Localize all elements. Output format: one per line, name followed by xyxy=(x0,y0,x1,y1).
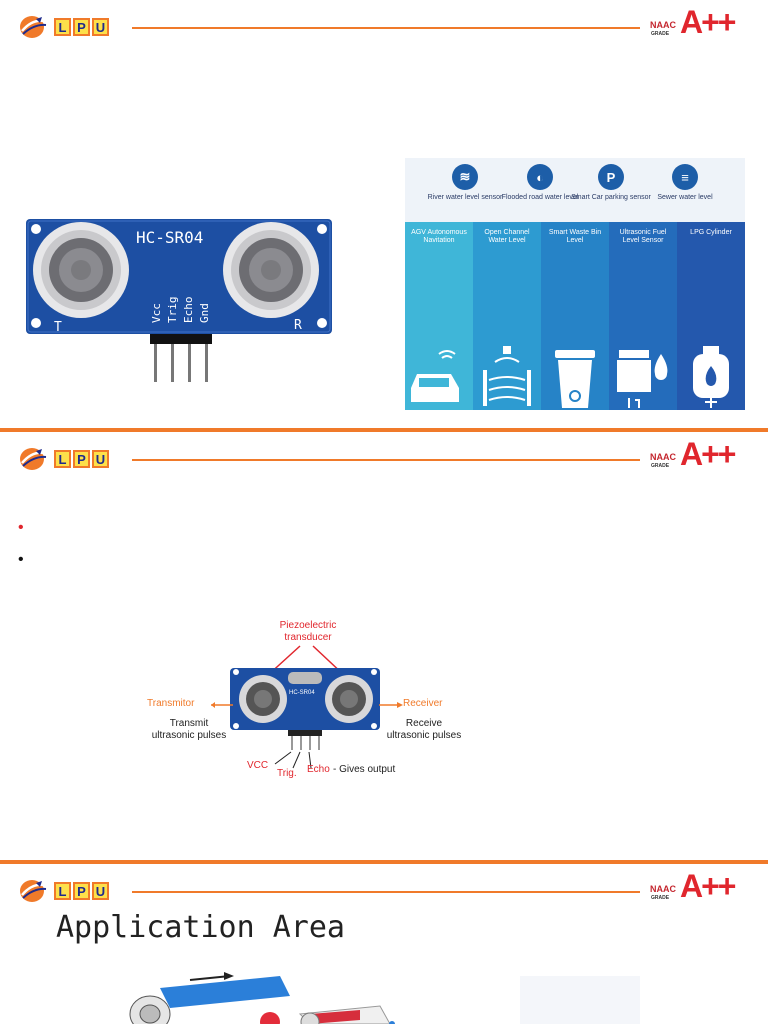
bullet-2: • xyxy=(18,551,24,568)
slide-header: L P U NAAC GRADE A++ xyxy=(0,864,768,914)
app-item-sewer: ≡ Sewer water level xyxy=(645,164,725,202)
lpg-cylinder-icon xyxy=(693,346,729,408)
naac-badge: NAAC GRADE A++ xyxy=(650,870,754,906)
logo-letter-l: L xyxy=(54,882,71,900)
transmitor-label: Transmitor xyxy=(147,698,195,709)
slide-1: L P U NAAC GRADE A++ xyxy=(0,0,768,428)
application-area-title: Application Area xyxy=(56,910,345,945)
logo-letter-p: P xyxy=(73,450,90,468)
app-item-river: ≋ River water level sensor xyxy=(425,164,505,202)
app-column-label: Open Channel Water Level xyxy=(484,229,530,245)
header-rule xyxy=(132,891,640,893)
conveyor-illustration xyxy=(129,972,640,1024)
logo-letter-l: L xyxy=(54,450,71,468)
gives-output-label: - Gives output xyxy=(333,764,396,775)
sensor-diagram: Piezoelectric transducer HC-SR04 xyxy=(145,612,473,780)
flooded-road-icon: ◐ xyxy=(527,164,553,190)
app-column-agv: AGV Autonomous Navitation xyxy=(405,222,473,410)
naac-text: NAAC xyxy=(650,884,676,894)
slide-header: L P U NAAC GRADE A++ xyxy=(0,432,768,482)
slide-separator xyxy=(0,428,768,432)
lpu-logo: L P U xyxy=(18,447,109,471)
receive-label: Receive ultrasonic pulses xyxy=(386,718,462,741)
parking-icon: P xyxy=(598,164,624,190)
sensor-model-label: HC-SR04 xyxy=(136,228,203,247)
applications-top-row: ≋ River water level sensor ◐ Flooded roa… xyxy=(405,158,745,222)
logo-letter-u: U xyxy=(92,450,109,468)
app-caption: Flooded road water level xyxy=(501,194,579,201)
hc-sr04-photo: HC-SR04 Vcc Trig Echo Gnd T R xyxy=(26,219,332,382)
app-column-lpg: LPG Cylinder xyxy=(677,222,745,410)
receiver-label: Receiver xyxy=(403,698,443,709)
slide-header: L P U NAAC GRADE A++ xyxy=(0,0,768,50)
lpu-logo: L P U xyxy=(18,879,109,903)
fuel-tank-icon xyxy=(617,350,668,408)
diagram-drawing: HC-SR04 xyxy=(211,645,403,769)
lpu-emblem-icon xyxy=(20,880,47,902)
app-column-open-channel: Open Channel Water Level xyxy=(473,222,541,410)
applications-panel: ≋ River water level sensor ◐ Flooded roa… xyxy=(405,158,745,410)
piezo-label: Piezoelectric transducer xyxy=(279,620,337,643)
applications-columns: AGV Autonomous Navitation Open Channel W… xyxy=(405,222,745,410)
naac-grade: GRADE xyxy=(651,31,670,37)
app-caption: River water level sensor xyxy=(427,194,503,201)
app-column-label: LPG Cylinder xyxy=(690,229,732,236)
naac-score: A++ xyxy=(680,436,737,472)
naac-score: A++ xyxy=(680,868,737,904)
logo-letter-u: U xyxy=(92,882,109,900)
naac-badge: NAAC GRADE A++ xyxy=(650,6,754,42)
naac-badge: NAAC GRADE A++ xyxy=(650,438,754,474)
water-level-icon: ≋ xyxy=(452,164,478,190)
echo-label: Echo xyxy=(307,764,330,775)
lpu-emblem-icon xyxy=(20,16,47,38)
naac-grade: GRADE xyxy=(651,895,670,901)
app-caption: Smart Car parking sensor xyxy=(571,194,651,201)
header-rule xyxy=(132,459,640,461)
naac-score: A++ xyxy=(680,4,737,40)
logo-letter-l: L xyxy=(54,18,71,36)
app-caption: Sewer water level xyxy=(657,194,713,201)
app-column-label: AGV Autonomous Navitation xyxy=(411,229,467,245)
pin-label-vcc: Vcc xyxy=(150,303,163,323)
lpu-logo: L P U xyxy=(18,15,109,39)
slide-separator xyxy=(0,860,768,864)
logo-letter-p: P xyxy=(73,882,90,900)
transmit-label: Transmit ultrasonic pulses xyxy=(151,718,227,741)
vcc-label: VCC xyxy=(247,760,269,771)
pin-label-gnd: Gnd xyxy=(198,303,211,323)
app-column-label: Smart Waste Bin Level xyxy=(548,229,602,245)
naac-grade: GRADE xyxy=(651,463,670,469)
naac-text: NAAC xyxy=(650,452,676,462)
logo-letter-p: P xyxy=(73,18,90,36)
car-icon xyxy=(411,350,459,402)
header-rule xyxy=(132,27,640,29)
water-channel-icon xyxy=(483,346,531,406)
diagram-module-label: HC-SR04 xyxy=(289,690,315,696)
app-column-waste-bin: Smart Waste Bin Level xyxy=(541,222,609,410)
app-item-parking: P Smart Car parking sensor xyxy=(571,164,651,202)
naac-text: NAAC xyxy=(650,20,676,30)
sensor-mark-t: T xyxy=(54,320,62,335)
sensor-mark-r: R xyxy=(294,318,302,333)
sewer-icon: ≡ xyxy=(672,164,698,190)
waste-bin-icon xyxy=(555,350,595,408)
pin-label-echo: Echo xyxy=(182,297,195,324)
logo-letter-u: U xyxy=(92,18,109,36)
lpu-emblem-icon xyxy=(20,448,47,470)
app-item-flooded-road: ◐ Flooded road water level xyxy=(500,164,580,202)
bullet-1: • xyxy=(18,519,24,536)
pin-label-trig: Trig xyxy=(166,297,179,324)
app-column-fuel: Ultrasonic Fuel Level Sensor xyxy=(609,222,677,410)
app-column-label: Ultrasonic Fuel Level Sensor xyxy=(619,229,667,245)
trig-label: Trig. xyxy=(277,768,297,779)
